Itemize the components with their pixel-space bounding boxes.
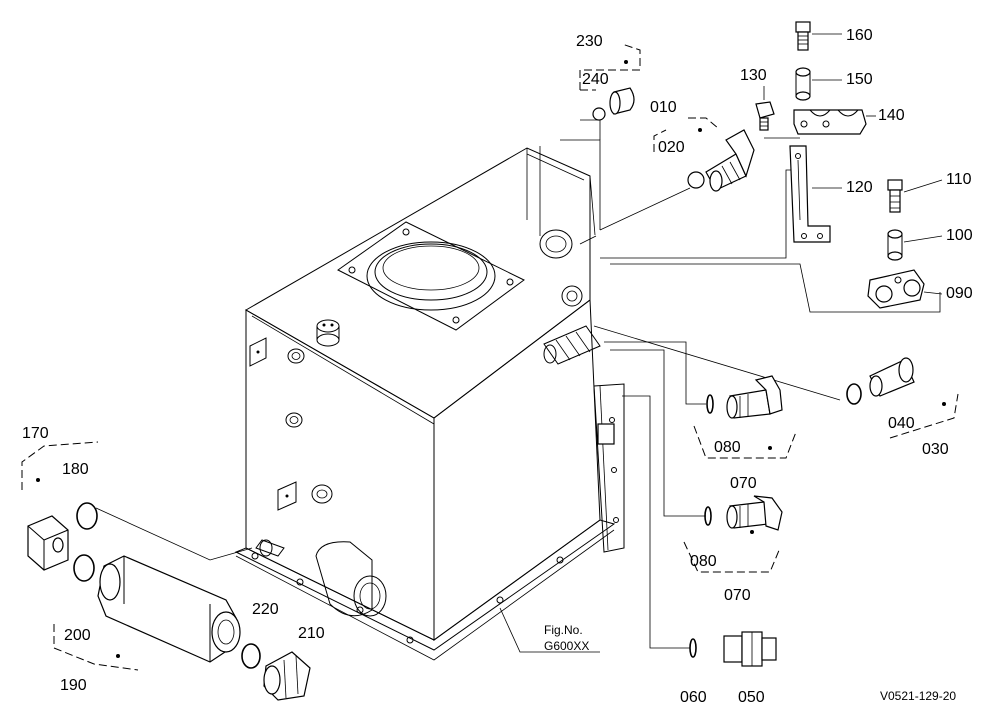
- part-190-filter: [97, 555, 241, 663]
- part-090-clamp: [867, 269, 925, 309]
- label-010: 010: [650, 99, 677, 116]
- label-040: 040: [888, 415, 915, 432]
- label-090: 090: [946, 285, 973, 302]
- figure-number-label: Fig.No.: [544, 623, 583, 637]
- part-170-block: [27, 478, 69, 571]
- part-140-clamp: [793, 109, 867, 135]
- drawing-code: V0521-129-20: [880, 689, 956, 703]
- label-130: 130: [740, 67, 767, 84]
- label-080-upper: 080: [714, 439, 741, 456]
- label-070-lower: 070: [724, 587, 751, 604]
- group-230-bracket: [579, 43, 641, 91]
- part-240-plug: [592, 60, 635, 121]
- label-120: 120: [846, 179, 873, 196]
- label-070-upper: 070: [730, 475, 757, 492]
- part-070-elbow-lower: [726, 495, 783, 534]
- part-220-oring: [241, 643, 261, 669]
- part-160-bolt: [795, 21, 811, 51]
- label-020: 020: [658, 139, 685, 156]
- part-050-fitting: [723, 631, 777, 667]
- figure-number-value: G600XX: [544, 639, 589, 653]
- part-120-bracket: [789, 145, 831, 243]
- part-200-oring: [73, 554, 95, 582]
- label-150: 150: [846, 71, 873, 88]
- part-030-fitting: [869, 357, 946, 406]
- group-170-bracket: [21, 441, 99, 490]
- label-210: 210: [298, 625, 325, 642]
- part-180-oring: [76, 502, 98, 530]
- part-040-oring: [846, 383, 862, 405]
- label-100: 100: [946, 227, 973, 244]
- group-190-bracket: [53, 624, 139, 671]
- label-080-lower: 080: [690, 553, 717, 570]
- leader-lines: [95, 119, 941, 653]
- label-170: 170: [22, 425, 49, 442]
- group-070-bracket-lower: [683, 541, 781, 573]
- label-180: 180: [62, 461, 89, 478]
- label-160: 160: [846, 27, 873, 44]
- label-220: 220: [252, 601, 279, 618]
- part-100-collar: [887, 229, 903, 261]
- part-010-elbow: [687, 128, 755, 192]
- callout-labels: 230 240 010 020 130 160 150 140 120 110 …: [22, 27, 973, 706]
- hydraulic-tank: [234, 147, 625, 661]
- part-130-bolt: [755, 101, 775, 131]
- label-190: 190: [60, 677, 87, 694]
- group-010-bracket: [653, 117, 719, 152]
- label-060: 060: [680, 689, 707, 706]
- part-110-bolt: [887, 179, 903, 213]
- part-210-fitting: [263, 651, 311, 701]
- part-080-oring-lower: [704, 506, 712, 526]
- label-230: 230: [576, 33, 603, 50]
- label-030: 030: [922, 441, 949, 458]
- group-030-bracket: [889, 393, 959, 439]
- part-070-elbow-upper: [726, 375, 783, 450]
- part-080-oring-upper: [706, 394, 714, 414]
- label-leader-ticks: [763, 33, 943, 295]
- label-200: 200: [64, 627, 91, 644]
- part-150-collar: [795, 67, 811, 101]
- part-060-oring: [689, 638, 697, 658]
- label-050: 050: [738, 689, 765, 706]
- label-140: 140: [878, 107, 905, 124]
- label-110: 110: [946, 171, 972, 188]
- label-240: 240: [582, 71, 609, 88]
- group-070-bracket-upper: [693, 425, 797, 459]
